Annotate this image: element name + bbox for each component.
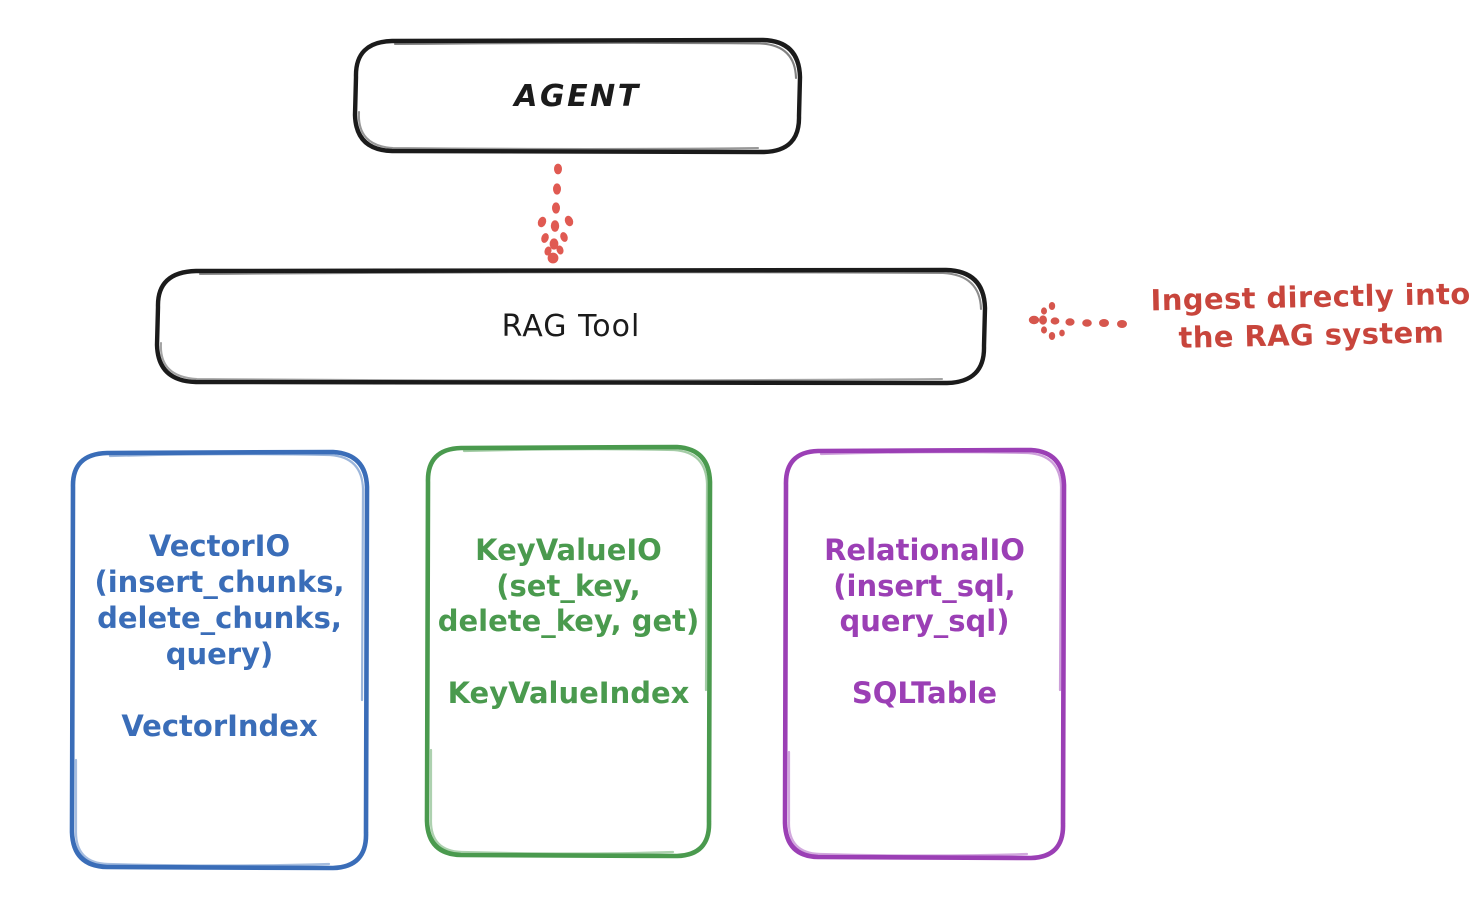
rag-tool-box[interactable]: RAG Tool xyxy=(157,270,985,383)
key-value-index-label: KeyValueIndex xyxy=(447,676,690,711)
vector-index-label: VectorIndex xyxy=(121,708,318,743)
agent-to-rag-tool-connector xyxy=(537,163,574,264)
relational-io-api-label: RelationalIO (insert_sql, query_sql) xyxy=(824,532,1025,639)
vector-io-box[interactable]: VectorIO (insert_chunks, delete_chunks, … xyxy=(72,452,367,868)
key-value-io-box[interactable]: KeyValueIO (set_key, delete_key, get) Ke… xyxy=(427,447,710,856)
key-value-io-api-label: KeyValueIO (set_key, delete_key, get) xyxy=(437,532,700,639)
relational-io-box[interactable]: RelationalIO (insert_sql, query_sql) SQL… xyxy=(785,450,1064,857)
agent-label: AGENT xyxy=(514,78,641,114)
agent-box[interactable]: AGENT xyxy=(355,40,800,152)
sql-table-label: SQLTable xyxy=(851,676,998,711)
rag-tool-label: RAG Tool xyxy=(501,309,641,344)
annotation-to-rag-tool-connector xyxy=(1028,302,1127,340)
vector-io-api-label: VectorIO (insert_chunks, delete_chunks, … xyxy=(94,529,345,671)
ingest-annotation-text: Ingest directly into the RAG system xyxy=(1150,276,1471,356)
